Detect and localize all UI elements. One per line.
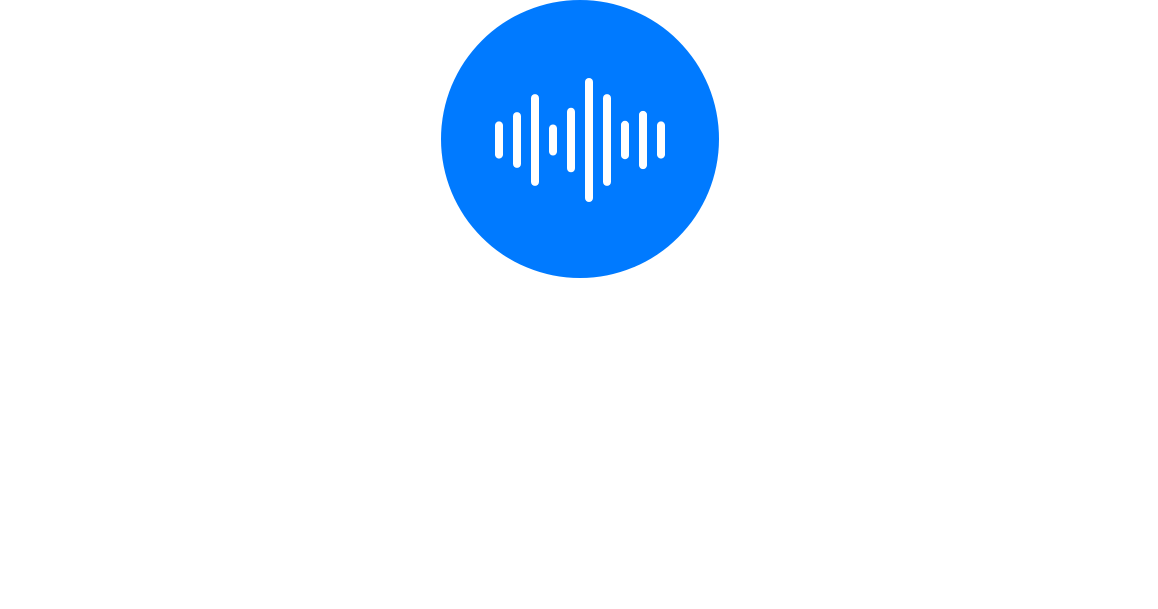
waveform-bar xyxy=(657,121,665,159)
waveform-bar xyxy=(495,121,503,159)
waveform-bar xyxy=(621,120,629,160)
waveform-bar xyxy=(549,124,557,156)
waveform-bar xyxy=(513,112,521,168)
waveform-bar xyxy=(639,110,647,170)
waveform-bar xyxy=(585,78,593,202)
voice-input-button[interactable] xyxy=(441,0,719,278)
waveform-icon xyxy=(495,78,665,202)
waveform-bar xyxy=(531,94,539,186)
waveform-bar xyxy=(567,107,575,173)
waveform-bar xyxy=(603,94,611,186)
